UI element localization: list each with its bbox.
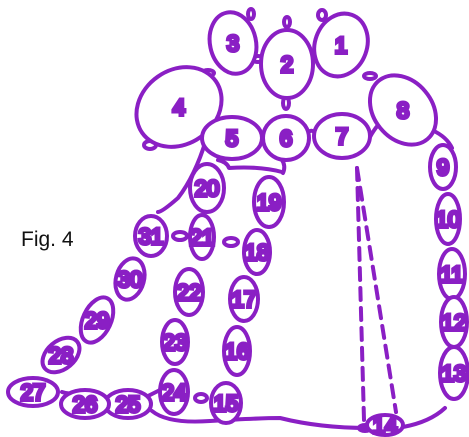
ring-label-11: 11 (441, 262, 464, 287)
ring-16 (222, 325, 252, 377)
ring-label-29: 29 (85, 308, 109, 333)
ring-27 (6, 376, 60, 408)
ring-24 (158, 368, 190, 416)
ring-label-17: 17 (232, 287, 256, 312)
join-1-8 (362, 71, 378, 81)
ring-29 (78, 295, 116, 345)
ring-label-4: 4 (173, 95, 185, 120)
ring-10 (434, 192, 462, 246)
ring-label-8: 8 (397, 98, 409, 123)
ring-2 (259, 28, 315, 100)
join-24-15 (193, 392, 209, 404)
ring-label-1: 1 (335, 33, 347, 58)
ring-label-3: 3 (227, 31, 239, 56)
ring-label-27: 27 (21, 380, 45, 405)
figure-caption: Fig. 4 (21, 228, 74, 251)
ring-7 (312, 112, 372, 160)
ring-label-7: 7 (336, 124, 348, 149)
ring-28 (40, 335, 82, 375)
picot-top-1 (316, 8, 328, 22)
ring-label-6: 6 (280, 126, 292, 151)
ring-19 (252, 175, 286, 229)
ring-label-5: 5 (226, 126, 238, 151)
ring-label-16: 16 (225, 339, 249, 364)
picot-top-2 (282, 15, 292, 29)
chain-7-14-a (355, 166, 366, 422)
ring-label-23: 23 (163, 330, 187, 355)
ring-label-24: 24 (162, 380, 186, 405)
ring-label-26: 26 (73, 392, 97, 417)
ring-22 (173, 267, 205, 317)
ring-label-20: 20 (195, 176, 219, 201)
ring-21 (188, 213, 216, 261)
chain-25-15 (150, 409, 370, 430)
ring-label-2: 2 (281, 52, 293, 77)
ring-label-31: 31 (139, 224, 163, 249)
join-21-18 (222, 236, 240, 248)
join-31-21 (171, 230, 189, 242)
ring-1 (312, 11, 370, 79)
ring-14 (365, 413, 405, 437)
ring-6 (261, 114, 311, 162)
ring-label-15: 15 (214, 391, 238, 416)
ring-18 (242, 228, 272, 276)
ring-label-28: 28 (49, 343, 73, 368)
ring-3 (207, 10, 259, 76)
ring-label-19: 19 (257, 190, 281, 215)
chain-5-20 (216, 158, 284, 174)
ring-label-12: 12 (442, 310, 466, 335)
ring-label-10: 10 (436, 207, 460, 232)
chain-24-25 (146, 388, 162, 398)
chain-14-13 (401, 406, 447, 429)
ring-31 (133, 214, 169, 258)
ring-9 (428, 143, 458, 191)
ring-label-9: 9 (437, 155, 449, 180)
ring-26 (59, 388, 111, 420)
ring-label-25: 25 (116, 392, 140, 417)
chain-6-19 (280, 158, 287, 175)
ring-15 (209, 381, 243, 425)
ring-17 (228, 275, 260, 323)
ring-label-22: 22 (177, 280, 201, 305)
ring-20 (188, 162, 226, 214)
ring-30 (113, 256, 147, 302)
ring-label-13: 13 (442, 361, 466, 386)
ring-label-14: 14 (373, 413, 397, 437)
chain-7-14-b (355, 166, 398, 414)
picot-top-3 (246, 7, 256, 21)
chain-4-31 (156, 138, 208, 214)
ring-13 (438, 345, 469, 401)
ring-label-21: 21 (190, 225, 214, 250)
ring-23 (160, 318, 190, 366)
ring-label-30: 30 (118, 267, 142, 292)
ring-8 (367, 73, 439, 147)
ring-label-18: 18 (245, 240, 269, 265)
